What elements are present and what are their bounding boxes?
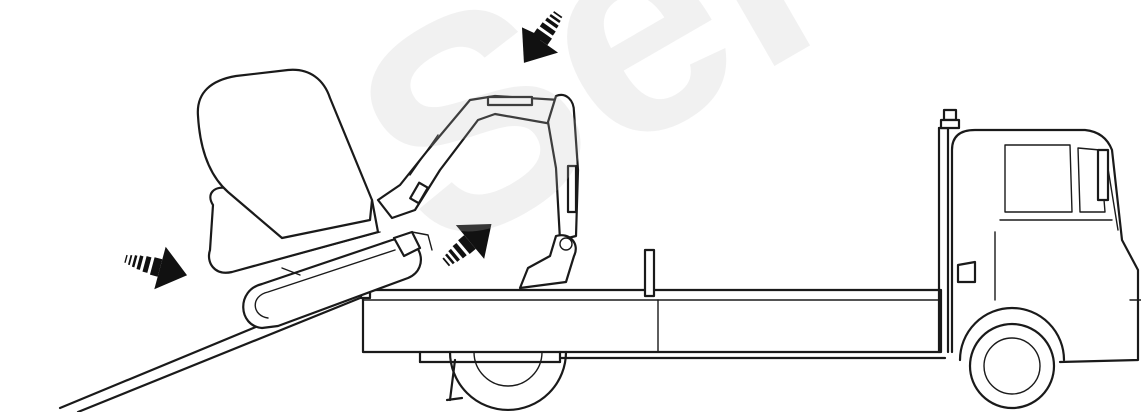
boom	[378, 96, 560, 218]
dipper-arm	[548, 95, 578, 240]
arm-up-arrow	[506, 1, 576, 75]
travel-forward-arrow	[120, 237, 193, 296]
beacon-light	[941, 110, 959, 128]
bucket-down-arrow	[431, 207, 505, 279]
truck	[361, 110, 1141, 410]
rear-wheel	[447, 352, 566, 410]
stake-posts	[361, 128, 948, 352]
truck-cab	[952, 130, 1141, 362]
bucket	[520, 235, 576, 288]
front-wheel	[960, 308, 1064, 408]
